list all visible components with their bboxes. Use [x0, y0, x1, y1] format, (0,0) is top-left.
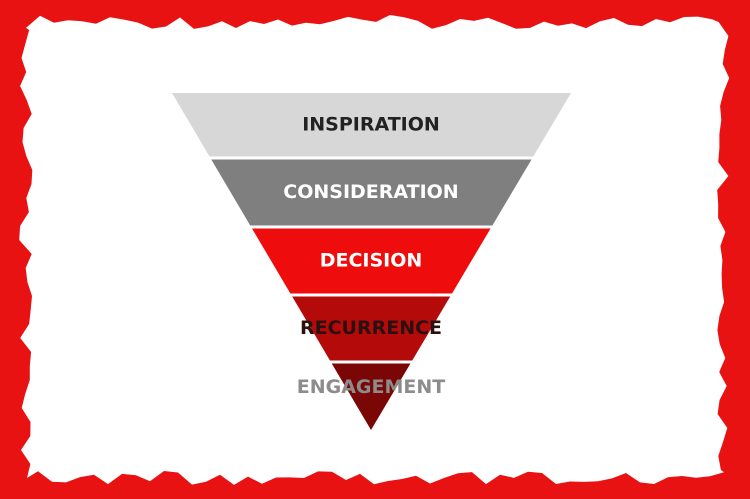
funnel-layer-recurrence [292, 296, 451, 361]
funnel-label-decision: DECISION [320, 250, 423, 272]
funnel-label-engagement: ENGAGEMENT [297, 376, 446, 398]
funnel-label-inspiration: INSPIRATION [302, 113, 440, 135]
funnel-label-recurrence: RECURRENCE [300, 317, 442, 339]
funnel-layer-consideration [211, 159, 532, 226]
funnel-label-consideration: CONSIDERATION [283, 181, 458, 203]
funnel-layer-inspiration [172, 93, 571, 157]
funnel-layer-decision [252, 228, 491, 294]
funnel-layer-engagement [331, 363, 411, 430]
